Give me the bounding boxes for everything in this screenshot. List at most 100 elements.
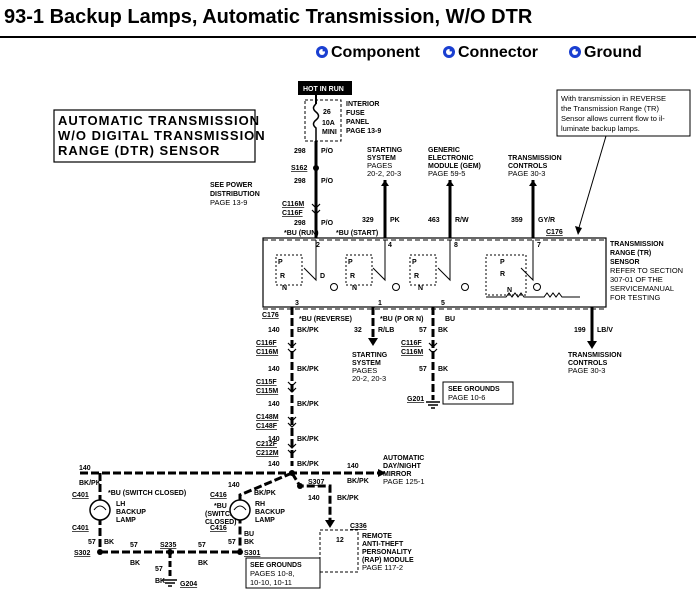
connector-c116m-mid: C116M [401,349,423,356]
connector-c115f: C115F [256,379,277,386]
connector-c115m: C115M [256,388,278,395]
connector-c116m-top: C116M [282,201,304,208]
svg-text:*BU (REVERSE): *BU (REVERSE) [299,316,352,323]
hot-in-run-bar [298,81,352,95]
tr-switch-contacts [275,240,580,298]
connector-c336: C336 [350,523,367,530]
svg-text:REMOTE: REMOTE [362,533,392,540]
svg-text:P/O: P/O [321,178,334,185]
note-line-2: the Transmission Range (TR) [561,104,659,113]
svg-text:R/W: R/W [455,217,469,224]
svg-text:20-2, 20-3: 20-2, 20-3 [352,374,386,383]
svg-text:BK/PK: BK/PK [297,401,319,408]
svg-text:20-2, 20-3: 20-2, 20-3 [367,169,401,178]
svg-text:BK: BK [438,327,448,334]
tr-sensor-box [262,237,607,308]
svg-text:PERSONALITY: PERSONALITY [362,549,412,556]
svg-text:57: 57 [419,327,427,334]
connector-c148f: C148F [256,423,278,430]
fuse-type: MINI [322,129,337,136]
connector-c116f-mid: C116F [401,340,422,347]
svg-text:BK: BK [438,366,448,373]
svg-text:R: R [280,273,285,280]
svg-text:(SWITCH: (SWITCH [205,511,235,518]
splice-s235: S235 [160,542,176,549]
svg-text:140: 140 [347,463,359,470]
svg-text:DAY/NIGHT: DAY/NIGHT [383,463,422,470]
svg-text:R: R [414,273,419,280]
svg-text:BK: BK [244,539,254,546]
fuse-number: 26 [323,109,331,116]
svg-text:BU: BU [244,531,254,538]
svg-text:CONTROLS: CONTROLS [568,360,608,367]
svg-text:32: 32 [354,327,362,334]
splice-s162: S162 [291,165,307,172]
svg-text:*BU (START): *BU (START) [336,230,378,237]
connector-c148m: C148M [256,414,279,421]
svg-text:MIRROR: MIRROR [383,471,411,478]
svg-text:140: 140 [268,401,280,408]
see-power-dist-3: PAGE 13-9 [210,198,247,207]
connector-c176-bottom: C176 [262,312,279,319]
fuse-panel-label-1: INTERIOR [346,101,379,108]
fuse-amp: 10A [322,120,335,127]
svg-text:57: 57 [155,566,163,573]
svg-text:BK/PK: BK/PK [254,490,276,497]
svg-text:199: 199 [574,327,586,334]
svg-text:4: 4 [388,242,392,249]
connector-c212m: C212M [256,450,279,457]
svg-text:SEE GROUNDS: SEE GROUNDS [250,562,302,569]
svg-text:140: 140 [268,327,280,334]
svg-text:ELECTRONIC: ELECTRONIC [428,155,474,162]
svg-text:BK/PK: BK/PK [297,461,319,468]
svg-text:D: D [320,273,325,280]
connector-c212f: C212F [256,441,278,448]
svg-text:PAGE 117-2: PAGE 117-2 [362,563,403,572]
svg-text:RH: RH [255,501,265,508]
svg-text:BK/PK: BK/PK [337,495,359,502]
note-arrow-icon [575,226,582,235]
svg-text:307-01 OF THE: 307-01 OF THE [610,275,663,284]
svg-text:5: 5 [441,300,445,307]
svg-text:LH: LH [116,501,125,508]
hot-in-run-label: HOT IN RUN [303,86,344,93]
box-title-line-2: W/O DIGITAL TRANSMISSION [58,128,266,143]
svg-text:P: P [412,259,417,266]
see-grounds-box-1 [442,381,514,405]
title-rule [0,36,696,38]
svg-text:BK/PK: BK/PK [297,366,319,373]
ground-g204: G204 [180,581,197,588]
svg-text:N: N [418,285,423,292]
svg-text:PAGES: PAGES [352,366,377,375]
connector-c416-bottom: C416 [210,525,227,532]
page-title: 93-1 Backup Lamps, Automatic Transmissio… [4,6,533,28]
svg-text:PAGE 30-3: PAGE 30-3 [568,366,605,375]
splice-s162-icon [313,165,319,171]
svg-text:PK: PK [390,217,400,224]
connector-bullet-icon [443,46,455,58]
svg-text:SYSTEM: SYSTEM [367,155,396,162]
svg-text:359: 359 [511,217,523,224]
svg-text:298: 298 [294,148,306,155]
svg-text:*BU (SWITCH CLOSED): *BU (SWITCH CLOSED) [108,490,186,497]
svg-text:57: 57 [198,542,206,549]
svg-text:140: 140 [308,495,320,502]
svg-text:BU: BU [445,316,455,323]
ground-g204-icon [163,579,177,587]
svg-text:P/O: P/O [321,220,334,227]
svg-text:P: P [278,259,283,266]
see-power-dist-1: SEE POWER [210,182,252,189]
svg-text:BK/PK: BK/PK [347,478,369,485]
svg-text:LB/V: LB/V [597,327,613,334]
svg-text:SERVICEMANUAL: SERVICEMANUAL [610,284,674,293]
svg-text:BK: BK [155,578,165,585]
legend-component: Component [316,44,420,62]
svg-text:GENERIC: GENERIC [428,147,460,154]
svg-text:7: 7 [537,242,541,249]
svg-text:140: 140 [268,461,280,468]
svg-text:57: 57 [228,539,236,546]
connector-c416-top: C416 [210,492,227,499]
svg-text:RANGE (TR): RANGE (TR) [610,250,651,257]
connector-c116f-top: C116F [282,210,303,217]
fuse-panel-label-2: FUSE [346,110,365,117]
